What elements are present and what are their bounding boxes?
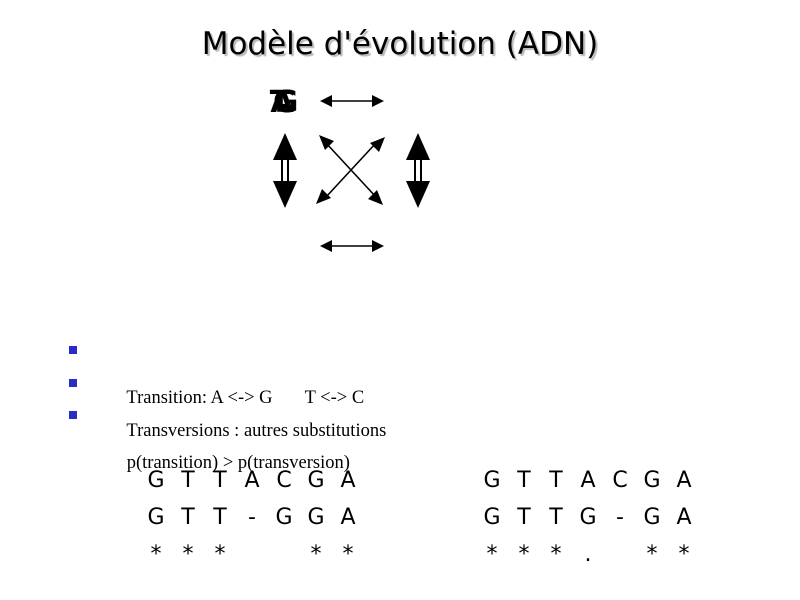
bullet-square-icon <box>69 411 77 419</box>
match-cell: * <box>310 542 322 567</box>
seq-cell: G <box>483 468 501 493</box>
arrow-right-vertical-icon <box>406 133 430 208</box>
arrow-top-horizontal-icon <box>320 95 384 107</box>
match-cell: * <box>646 542 658 567</box>
seq-cell: G <box>483 505 501 530</box>
bullet-item-transition: Transition: A <-> G T <-> C <box>66 338 386 408</box>
seq-cell: A <box>340 468 356 493</box>
seq-cell: A <box>580 468 596 493</box>
base-letter-t: T <box>270 85 291 120</box>
seq-cell: T <box>181 468 195 493</box>
seq-cell: T <box>213 468 227 493</box>
match-cell: * <box>486 542 498 567</box>
match-cell: * <box>214 542 226 567</box>
seq-cell: A <box>340 505 356 530</box>
seq-cell: T <box>549 468 563 493</box>
seq-cell: T <box>213 505 227 530</box>
seq-cell: G <box>307 468 325 493</box>
base-letters-overlap: A G T C <box>270 85 299 120</box>
seq-cell: C <box>276 468 292 493</box>
seq-cell: - <box>616 505 624 530</box>
bullet-text: p(transition) > p(transversion) <box>126 453 350 473</box>
seq-cell: - <box>248 505 256 530</box>
bullet-text: Transition: A <-> G T <-> C <box>126 388 365 408</box>
bullet-square-icon <box>69 346 77 354</box>
match-cell: * <box>150 542 162 567</box>
match-cell: * <box>678 542 690 567</box>
seq-cell: A <box>676 505 692 530</box>
match-cell: * <box>518 542 530 567</box>
seq-cell: G <box>307 505 325 530</box>
bullet-text: Transversions : autres substitutions <box>126 420 387 441</box>
seq-cell: T <box>517 505 531 530</box>
arrow-bottom-horizontal-icon <box>320 240 384 252</box>
arrow-left-vertical-icon <box>273 133 297 208</box>
bullet-list: Transition: A <-> G T <-> C Transversion… <box>66 338 386 473</box>
bullet-item-probability: p(transition) > p(transversion) <box>66 403 386 473</box>
seq-cell: G <box>579 505 597 530</box>
match-cell: * <box>342 542 354 567</box>
match-cell: * <box>182 542 194 567</box>
seq-cell: T <box>181 505 195 530</box>
match-cell: . <box>584 542 592 567</box>
seq-cell: G <box>643 468 661 493</box>
seq-cell: G <box>147 505 165 530</box>
base-letter-g: G <box>274 85 299 120</box>
seq-cell: A <box>244 468 260 493</box>
match-cell: * <box>550 542 562 567</box>
bullet-square-icon <box>69 378 77 387</box>
seq-cell: C <box>612 468 628 493</box>
seq-cell: A <box>676 468 692 493</box>
bullet-item-transversions: Transversions : autres substitutions <box>66 371 386 441</box>
arrow-diagonal-2-icon <box>316 137 385 204</box>
base-letter-a: A <box>270 85 294 120</box>
seq-cell: G <box>275 505 293 530</box>
seq-cell: T <box>549 505 563 530</box>
base-letter-c: C <box>273 85 295 120</box>
seq-cell: T <box>517 468 531 493</box>
slide-title: Modèle d'évolution (ADN) <box>201 26 599 62</box>
seq-cell: G <box>643 505 661 530</box>
seq-cell: G <box>147 468 165 493</box>
